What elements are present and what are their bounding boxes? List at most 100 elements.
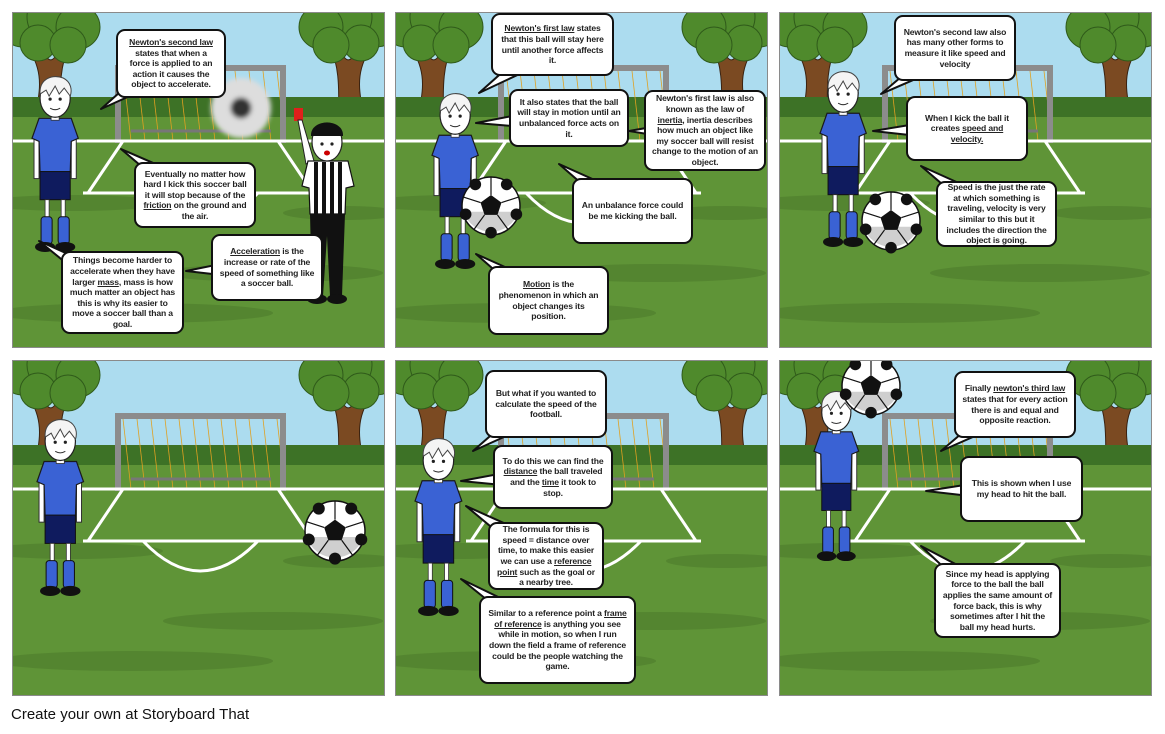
- ball-seam: [316, 539, 329, 556]
- shoe: [40, 585, 61, 596]
- goal-net: [917, 418, 927, 490]
- speech-bubble-text: When I kick the ball it creates speed an…: [914, 113, 1020, 145]
- mouth: [837, 102, 849, 106]
- text-segment: Similar to a reference point a: [488, 608, 605, 619]
- text-segment: , mass is how much matter an object has …: [69, 276, 176, 329]
- ball-seam: [876, 394, 889, 410]
- ball-seam: [306, 521, 325, 529]
- soccer-ball: [859, 191, 923, 254]
- shirt-stripe: [338, 162, 342, 214]
- player-character: [813, 391, 860, 561]
- tree-leaves: [695, 26, 733, 64]
- goal-net: [220, 418, 230, 490]
- ball-shade: [863, 226, 919, 247]
- ball-edge-patch: [910, 223, 923, 236]
- ball-seam: [473, 214, 486, 230]
- goal-net: [192, 418, 202, 490]
- ball-pentagon: [860, 374, 882, 395]
- text-segment: Eventually no matter how hard I kick thi…: [143, 168, 247, 200]
- text-segment: To do this we can find the: [502, 455, 604, 466]
- speech-bubble: Newton's second law states that when a f…: [116, 29, 226, 98]
- tree-leaves: [49, 26, 87, 64]
- ball-seam: [901, 211, 919, 219]
- speech-bubble: When I kick the ball it creates speed an…: [906, 96, 1028, 161]
- shirt-stripe: [322, 162, 326, 214]
- penalty-arc: [141, 539, 260, 573]
- key-term: speed and velocity.: [950, 123, 1004, 144]
- goal-net: [178, 418, 188, 490]
- comic-panel-4: [12, 360, 385, 696]
- ball-pentagon: [880, 209, 902, 230]
- tree-leaves: [432, 374, 470, 412]
- key-term: newton's third law: [993, 383, 1066, 394]
- ball-seam: [873, 229, 886, 245]
- ball-pentagon: [324, 519, 346, 541]
- grass-shadow: [780, 651, 1040, 671]
- text-segment: Newton's first law is also known as the …: [656, 93, 754, 115]
- comic-panel-6: Finally newton's third law states that f…: [779, 360, 1152, 696]
- speech-bubble-text: Newton's first law is also known as the …: [652, 93, 758, 167]
- eye: [448, 114, 452, 118]
- speech-bubble-text: Since my head is applying force to the b…: [942, 569, 1053, 633]
- speech-bubble: Finally newton's third law states that f…: [954, 371, 1076, 438]
- key-term: Newton's second law: [129, 37, 213, 48]
- player-character: [31, 76, 80, 252]
- ball-seam: [345, 521, 364, 529]
- ball-edge-patch: [459, 208, 472, 221]
- speech-bubble-text: Acceleration is the increase or rate of …: [219, 246, 315, 288]
- text-segment: is the increase or rate of the speed of …: [219, 246, 315, 289]
- text-segment: The formula for this is speed = distance…: [497, 524, 595, 566]
- speech-bubble-text: Things become harder to accelerate when …: [69, 255, 176, 329]
- speech-bubble: To do this we can find the distance the …: [493, 445, 613, 509]
- text-segment: , inertia describes how much an object l…: [652, 114, 758, 167]
- tree-leaves: [1079, 374, 1117, 412]
- ball-seam: [463, 196, 481, 204]
- player-character: [431, 93, 480, 269]
- speech-bubble: This is shown when I use my head to hit …: [960, 456, 1083, 522]
- grass-shadow: [163, 612, 383, 630]
- eye: [330, 142, 334, 146]
- shoe: [438, 605, 459, 616]
- text-segment: is anything you see while in motion, so …: [488, 618, 627, 672]
- speech-bubble: Newton's first law is also known as the …: [644, 90, 766, 171]
- goal-net: [136, 418, 146, 490]
- text-segment: such as the goal or a nearby tree.: [517, 566, 595, 588]
- text-segment: Newton's second law also has many other …: [903, 26, 1007, 69]
- shirt-stripe: [314, 162, 318, 214]
- goal-net: [945, 418, 955, 490]
- ball-edge-patch: [329, 552, 341, 565]
- hair: [422, 438, 456, 460]
- ball-edge-patch: [900, 193, 913, 206]
- text-segment: the ball traveled and the: [510, 466, 603, 487]
- hair: [439, 93, 472, 115]
- ball-edge-patch: [865, 406, 877, 419]
- ball-edge-patch: [880, 361, 893, 371]
- tree-leaves: [312, 374, 350, 412]
- footer-credit[interactable]: Create your own at Storyboard That: [11, 706, 250, 723]
- goal-net: [206, 418, 216, 490]
- ball-edge-patch: [890, 388, 903, 401]
- mouth: [54, 450, 66, 454]
- shoe: [816, 551, 837, 561]
- ball-seam: [341, 539, 354, 556]
- ball-edge-patch: [345, 502, 358, 515]
- grass-shadow: [780, 303, 1040, 323]
- text-segment: Speed is the just the rate at which some…: [946, 182, 1047, 246]
- comic-panel-2: Newton's first law states that this ball…: [395, 12, 768, 348]
- speech-bubble-text: Finally newton's third law states that f…: [962, 383, 1068, 425]
- speech-bubble: Similar to a reference point a frame of …: [479, 596, 636, 684]
- ball-edge-patch: [302, 533, 315, 546]
- key-term: reference point: [497, 556, 592, 577]
- key-term: time: [541, 477, 559, 487]
- tree: [396, 13, 484, 124]
- ball-edge-patch: [839, 388, 852, 401]
- goal-net: [617, 418, 627, 490]
- shoe: [843, 236, 864, 247]
- ball-edge-patch: [485, 226, 497, 239]
- speech-bubble: Newton's first law states that this ball…: [491, 13, 614, 76]
- shorts: [827, 166, 859, 196]
- text-segment: states that when a force is applied to a…: [129, 47, 213, 90]
- ball-seam: [853, 394, 866, 410]
- key-term: mass: [97, 276, 119, 287]
- shorts: [39, 171, 71, 201]
